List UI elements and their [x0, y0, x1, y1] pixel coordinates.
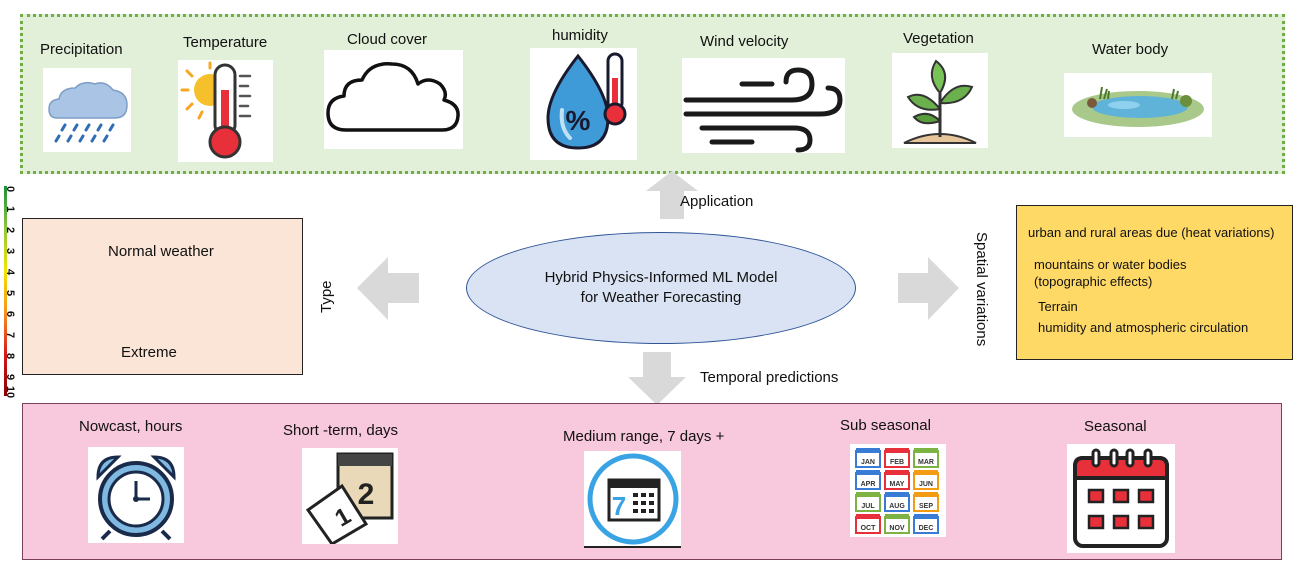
- water-body-label: Water body: [1092, 41, 1169, 58]
- humidity-label: humidity: [552, 27, 608, 44]
- month-tile: OCT: [855, 514, 881, 534]
- application-arrow: [646, 171, 698, 219]
- spatial-item: mountains or water bodies: [1034, 257, 1187, 272]
- thermometer-sun-icon: [178, 60, 273, 162]
- month-label: NOV: [889, 525, 905, 532]
- month-label: FEB: [890, 459, 904, 466]
- calendar-icon: [1067, 444, 1175, 553]
- wind-velocity-label: Wind velocity: [700, 33, 789, 50]
- precipitation-label: Precipitation: [40, 41, 123, 58]
- month-tile: JUL: [855, 492, 881, 512]
- pond-icon: [1064, 73, 1212, 137]
- nowcast-label: Nowcast, hours: [79, 418, 183, 435]
- short-term-label: Short -term, days: [283, 422, 399, 439]
- month-tile: JAN: [855, 448, 881, 468]
- month-tile: JUN: [913, 470, 939, 490]
- spatial-item: urban and rural areas due (heat variatio…: [1028, 225, 1275, 240]
- month-label: JUL: [861, 503, 875, 510]
- extreme-label: Extreme: [121, 344, 177, 361]
- month-tile: SEP: [913, 492, 939, 512]
- plant-icon: [892, 53, 988, 148]
- model-title-line2: for Weather Forecasting: [580, 289, 742, 306]
- month-label: DEC: [919, 525, 934, 532]
- type-arrow-label: Type: [318, 280, 335, 313]
- month-tile: MAY: [884, 470, 910, 490]
- spatial-variations-box: [1016, 205, 1293, 360]
- application-arrow-label: Application: [680, 193, 754, 210]
- month-label: SEP: [919, 503, 933, 510]
- month-label: JUN: [919, 481, 933, 488]
- month-tile: AUG: [884, 492, 910, 512]
- hybrid-model-node: Hybrid Physics-Informed ML Model for Wea…: [466, 232, 856, 344]
- month-tile: NOV: [884, 514, 910, 534]
- medium-range-label: Medium range, 7 days +: [563, 428, 725, 445]
- month-label: MAY: [890, 481, 905, 488]
- cloud-cover-label: Cloud cover: [347, 31, 428, 48]
- month-tile: MAR: [913, 448, 939, 468]
- temporal-arrow: [628, 352, 686, 405]
- month-label: APR: [861, 481, 876, 488]
- tear-off-calendar-icon: 2 1: [302, 448, 398, 544]
- cloud-icon: [324, 50, 463, 149]
- rain-cloud-icon: [43, 68, 131, 152]
- month-label: JAN: [861, 459, 875, 466]
- vegetation-label: Vegetation: [903, 30, 974, 47]
- seasonal-label: Seasonal: [1084, 418, 1147, 435]
- sub-seasonal-label: Sub seasonal: [840, 417, 931, 434]
- spatial-item: Terrain: [1038, 299, 1078, 314]
- month-label: MAR: [918, 459, 934, 466]
- month-label: AUG: [889, 503, 905, 510]
- months-grid-icon: JAN FEB MAR APR MAY JUN JUL AUG SEP OCT NOV DEC: [850, 444, 946, 537]
- month-label: OCT: [861, 525, 877, 532]
- temporal-arrow-label: Temporal predictions: [700, 369, 839, 386]
- wind-icon: [682, 58, 845, 153]
- severity-scale-bar: [4, 186, 7, 396]
- spatial-item: humidity and atmospheric circulation: [1038, 320, 1249, 335]
- temperature-label: Temperature: [183, 34, 268, 51]
- spatial-arrow-label: Spatial variations: [973, 232, 990, 347]
- normal-weather-label: Normal weather: [108, 243, 214, 260]
- month-tile: APR: [855, 470, 881, 490]
- tear-back-digit: 2: [358, 478, 375, 511]
- spatial-item: (topographic effects): [1034, 274, 1153, 289]
- calendar-7-icon: 7: [584, 451, 681, 548]
- month-tile: FEB: [884, 448, 910, 468]
- svg-text:%: %: [566, 105, 591, 136]
- alarm-clock-icon: [88, 447, 184, 543]
- humidity-drop-icon: %: [530, 48, 637, 160]
- type-arrow: [357, 257, 419, 320]
- model-title-line1: Hybrid Physics-Informed ML Model: [544, 269, 778, 286]
- spatial-arrow: [898, 257, 959, 320]
- month-tile: DEC: [913, 514, 939, 534]
- calendar-seven-digit: 7: [611, 491, 625, 521]
- type-box: [22, 218, 303, 375]
